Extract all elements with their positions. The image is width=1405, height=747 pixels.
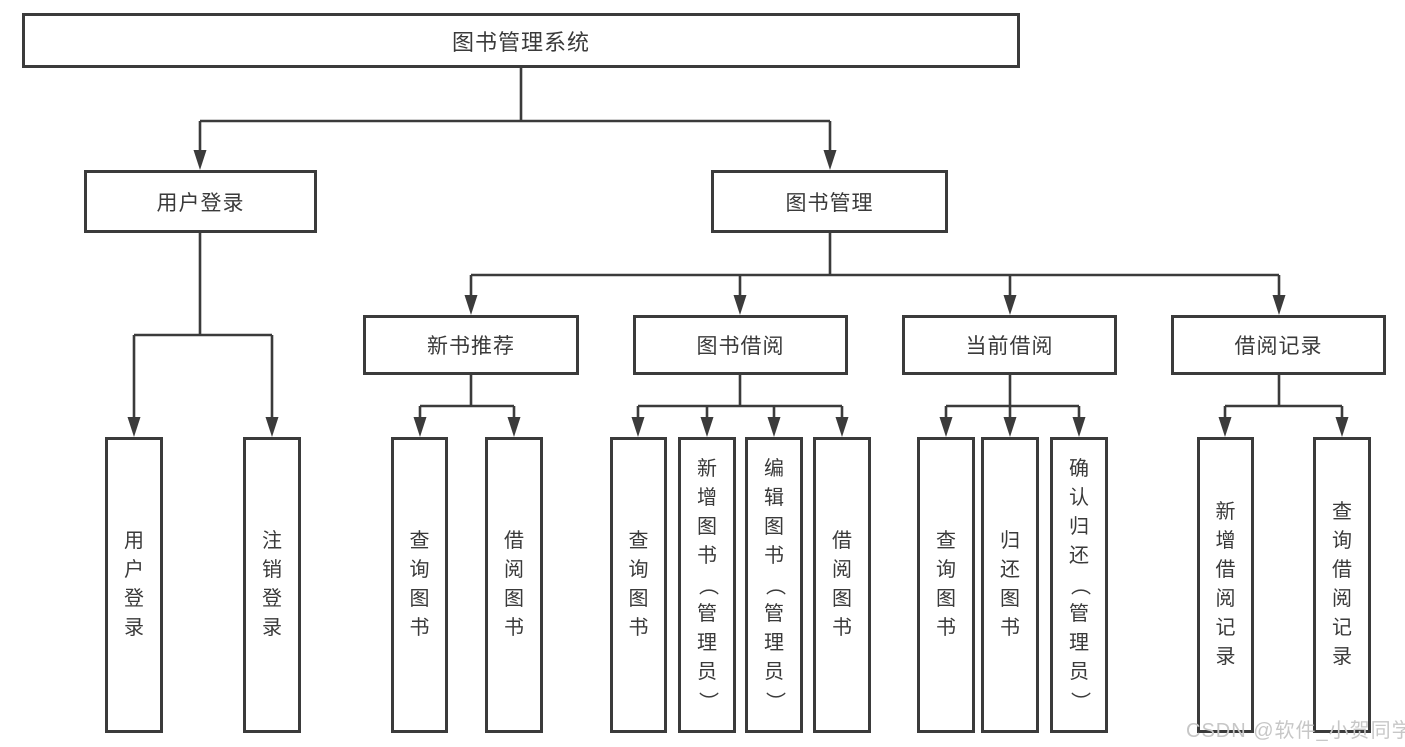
node-current-borrow: 当前借阅 [902, 315, 1117, 375]
csdn-watermark: CSDN @软件_小贺同学 [1186, 720, 1405, 742]
arrowhead [193, 150, 207, 170]
node-label: 用户登录 [156, 191, 245, 215]
arrowhead [1003, 417, 1017, 437]
node-root-system: 图书管理系统 [22, 13, 1020, 68]
node-label: 当前借阅 [965, 335, 1054, 358]
connector-current-borrow-branch [939, 375, 1086, 437]
node-new-book-recommend: 新书推荐 [363, 315, 579, 375]
node-label: 图书管理系统 [451, 29, 590, 55]
node-label: 借阅记录 [1234, 335, 1323, 358]
arrowhead [1218, 417, 1232, 437]
node-user-login: 用户登录 [84, 170, 317, 233]
arrowhead [413, 417, 427, 437]
node-leaf-add-books-admin: 新增图书（管理员） [678, 437, 736, 733]
node-leaf-query-books-3: 查询图书 [917, 437, 975, 733]
node-leaf-edit-books-admin: 编辑图书（管理员） [745, 437, 803, 733]
connector-root-to-level2 [193, 68, 837, 170]
arrowhead [733, 295, 747, 315]
arrowhead [631, 417, 645, 437]
node-label: 新书推荐 [427, 335, 515, 358]
arrowhead [700, 417, 714, 437]
arrowhead [823, 150, 837, 170]
arrowhead [767, 417, 781, 437]
node-leaf-add-borrow-record: 新增借阅记录 [1197, 437, 1254, 733]
connector-user-login-branch [127, 233, 279, 437]
arrowhead [1335, 417, 1349, 437]
node-leaf-borrow-books-1: 借阅图书 [485, 437, 543, 733]
arrowhead [1272, 295, 1286, 315]
arrowhead [464, 295, 478, 315]
arrowhead [127, 417, 141, 437]
arrowhead [939, 417, 953, 437]
arrowhead [835, 417, 849, 437]
node-leaf-borrow-books-2: 借阅图书 [813, 437, 871, 733]
connector-book-mgmt-to-level3 [464, 233, 1286, 315]
node-leaf-logout: 注销登录 [243, 437, 301, 733]
node-leaf-query-books-2: 查询图书 [610, 437, 667, 733]
connector-new-book-branch [413, 375, 521, 437]
node-leaf-query-books-1: 查询图书 [391, 437, 448, 733]
node-book-mgmt: 图书管理 [711, 170, 948, 233]
arrowhead [507, 417, 521, 437]
node-leaf-query-borrow-record: 查询借阅记录 [1313, 437, 1371, 733]
connector-borrow-records-branch [1218, 375, 1349, 437]
node-book-borrow: 图书借阅 [633, 315, 848, 375]
arrowhead [1003, 295, 1017, 315]
node-label: 图书管理 [785, 191, 874, 215]
node-borrow-records: 借阅记录 [1171, 315, 1386, 375]
node-label: 图书借阅 [696, 335, 785, 358]
arrowhead [265, 417, 279, 437]
connector-book-borrow-branch [631, 375, 849, 437]
arrowhead [1072, 417, 1086, 437]
node-leaf-return-books: 归还图书 [981, 437, 1039, 733]
node-leaf-confirm-return: 确认归还（管理员） [1050, 437, 1108, 733]
node-leaf-user-login: 用户登录 [105, 437, 163, 733]
